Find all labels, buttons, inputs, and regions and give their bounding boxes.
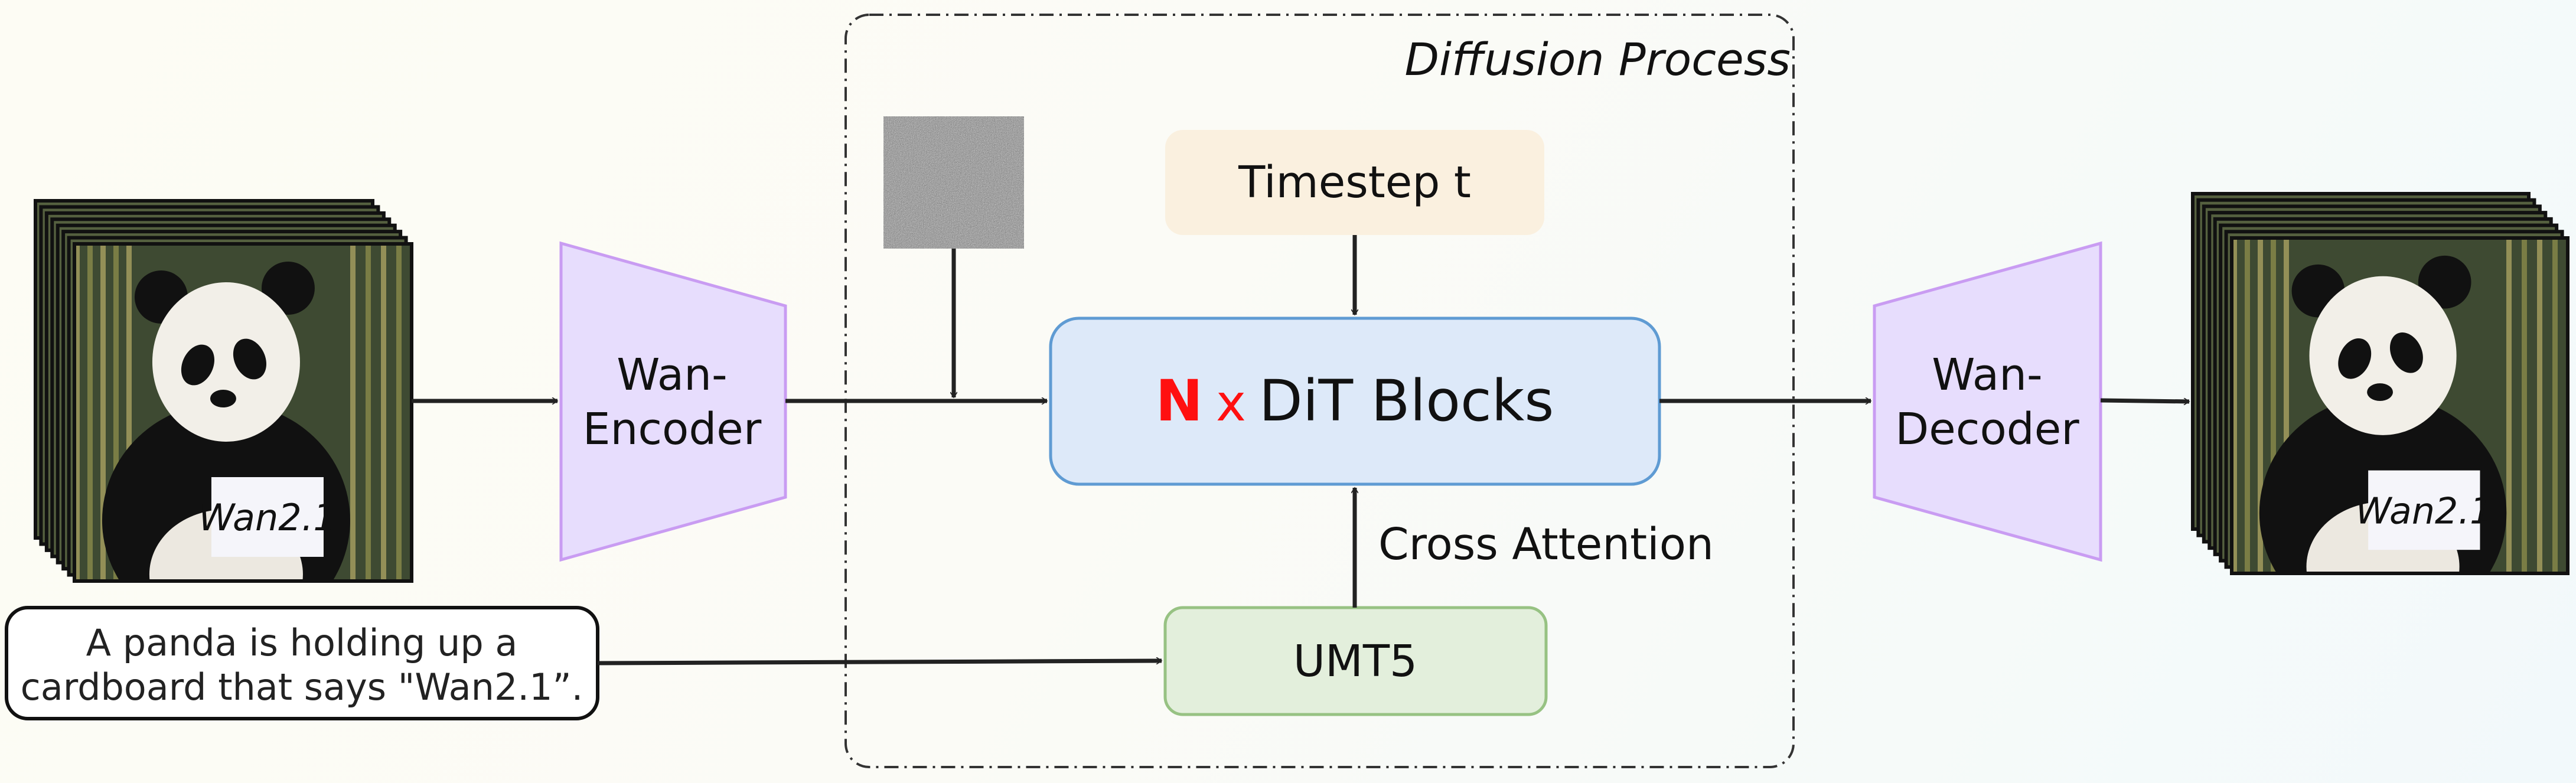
text-prompt-box: A panda is holding up a cardboard that s… <box>5 606 599 720</box>
decoder-label-line2: Decoder <box>1895 404 2079 455</box>
encoder-trapezoid <box>559 241 787 562</box>
prompt-line1: A panda is holding up a <box>86 621 518 664</box>
output-video-frames: Wan2.1 <box>2191 192 2570 575</box>
umt5-box: UMT5 <box>1163 606 1548 716</box>
diffusion-process-region <box>844 14 1795 768</box>
timestep-label: Timestep t <box>1238 157 1471 208</box>
encoder-label-line1: Wan- <box>617 350 727 400</box>
decoder-trapezoid <box>1873 241 2102 562</box>
gaussian-noise-image <box>883 116 1024 249</box>
diffusion-process-label: Diffusion Process <box>1405 33 1791 86</box>
arrow-prompt-to-umt5 <box>597 661 1162 665</box>
timestep-box: Timestep t <box>1165 130 1544 235</box>
dit-blocks-text: DiT Blocks <box>1259 368 1554 434</box>
dit-times: x <box>1216 374 1246 433</box>
panda-sign-text: Wan2.1 <box>198 496 337 539</box>
arrow-decoder-to-image <box>2100 400 2189 402</box>
dit-count-n: N <box>1156 368 1203 434</box>
wan-decoder: Wan- Decoder <box>1873 241 2102 562</box>
umt5-label: UMT5 <box>1293 636 1417 687</box>
decoder-label-line1: Wan- <box>1932 350 2042 400</box>
panda-photo: Wan2.1 <box>2232 238 2568 573</box>
cross-attention-label: Cross Attention <box>1378 519 1714 570</box>
wan-encoder: Wan- Encoder <box>559 241 787 562</box>
panda-sign-text: Wan2.1 <box>2355 490 2493 532</box>
prompt-line2: cardboard that says "Wan2.1”. <box>21 665 583 709</box>
panda-photo: Wan2.1 <box>74 244 412 581</box>
encoder-label-line2: Encoder <box>583 404 762 455</box>
input-video-frames: Wan2.1 <box>34 199 413 583</box>
